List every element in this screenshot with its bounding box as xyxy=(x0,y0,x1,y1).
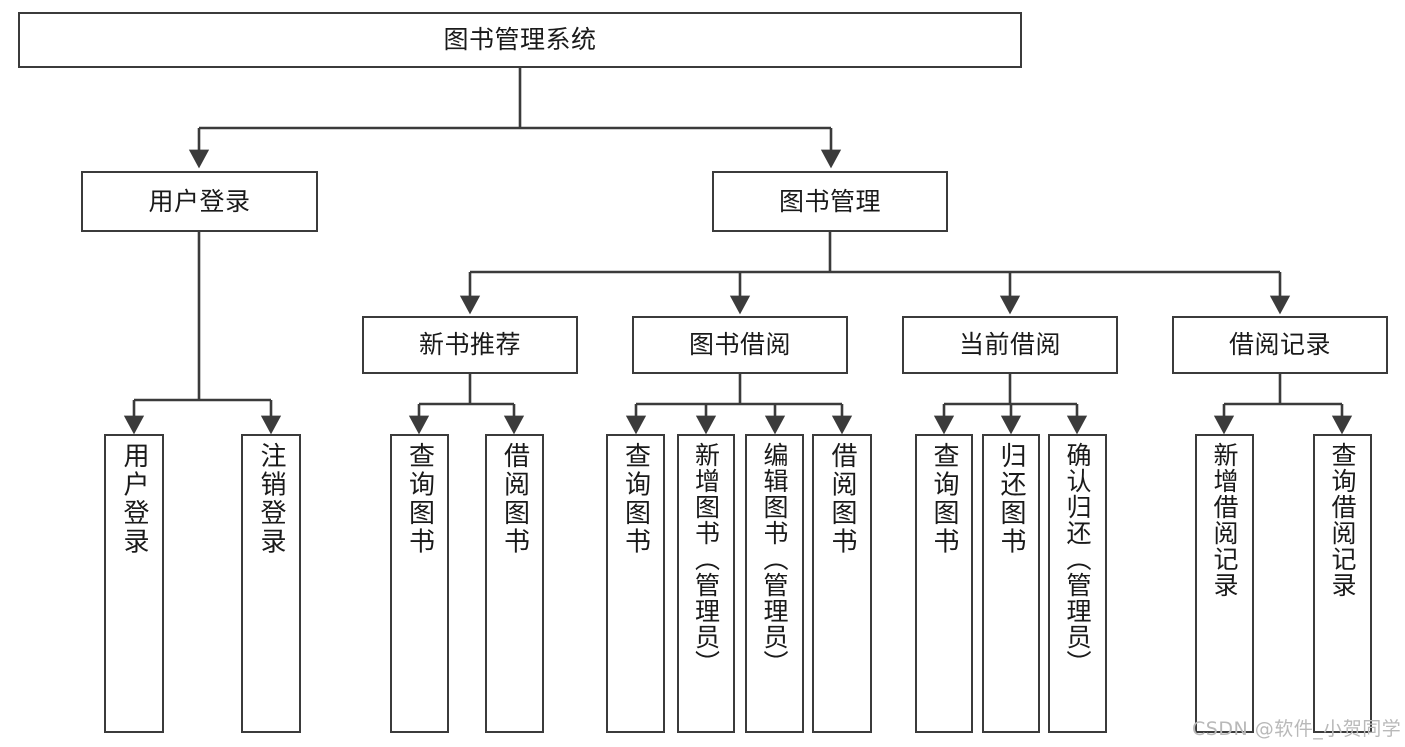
node-new-book-recommend[interactable]: 新书推荐 xyxy=(362,316,578,374)
node-book-borrow[interactable]: 图书借阅 xyxy=(632,316,848,374)
leaf-confirm-return-admin[interactable]: 确认归还（管理员） xyxy=(1048,434,1107,733)
node-label: 借阅记录 xyxy=(1228,330,1331,360)
node-label: 借阅图书 xyxy=(827,442,857,556)
leaf-query-book-borrow[interactable]: 查询图书 xyxy=(606,434,665,733)
node-label: 归还图书 xyxy=(996,442,1026,556)
node-label: 用户登录 xyxy=(148,186,251,216)
node-label: 用户登录 xyxy=(119,442,149,556)
node-label: 借阅图书 xyxy=(499,442,530,556)
node-book-management[interactable]: 图书管理 xyxy=(712,171,948,232)
node-label: 查询图书 xyxy=(620,442,651,556)
node-borrow-record[interactable]: 借阅记录 xyxy=(1172,316,1388,374)
leaf-query-book-recommend[interactable]: 查询图书 xyxy=(390,434,449,733)
leaf-user-login[interactable]: 用户登录 xyxy=(104,434,164,733)
leaf-add-borrow-record[interactable]: 新增借阅记录 xyxy=(1195,434,1254,733)
node-label: 注销登录 xyxy=(256,442,286,556)
leaf-borrow-book-recommend[interactable]: 借阅图书 xyxy=(485,434,544,733)
node-label: 确认归还（管理员） xyxy=(1063,442,1092,676)
node-label: 查询借阅记录 xyxy=(1328,442,1357,598)
node-label: 查询图书 xyxy=(404,442,435,556)
leaf-query-book-current[interactable]: 查询图书 xyxy=(915,434,973,733)
node-label: 图书管理系统 xyxy=(443,25,597,55)
node-label: 当前借阅 xyxy=(958,330,1061,360)
node-root-book-management-system[interactable]: 图书管理系统 xyxy=(18,12,1022,68)
leaf-return-book[interactable]: 归还图书 xyxy=(982,434,1040,733)
leaf-user-logout[interactable]: 注销登录 xyxy=(241,434,301,733)
watermark-text: CSDN @软件_小贺同学 xyxy=(1192,718,1402,740)
node-label: 图书借阅 xyxy=(688,330,791,360)
node-label: 新增图书（管理员） xyxy=(691,442,721,676)
node-label: 查询图书 xyxy=(929,442,959,556)
node-label: 新书推荐 xyxy=(418,330,521,360)
node-label: 图书管理 xyxy=(778,186,881,216)
node-label: 编辑图书（管理员） xyxy=(760,442,789,676)
leaf-edit-book-admin[interactable]: 编辑图书（管理员） xyxy=(745,434,804,733)
leaf-query-borrow-record[interactable]: 查询借阅记录 xyxy=(1313,434,1372,733)
node-user-login[interactable]: 用户登录 xyxy=(81,171,318,232)
node-label: 新增借阅记录 xyxy=(1210,442,1239,598)
leaf-add-book-admin[interactable]: 新增图书（管理员） xyxy=(677,434,735,733)
leaf-borrow-book[interactable]: 借阅图书 xyxy=(812,434,872,733)
node-current-borrow[interactable]: 当前借阅 xyxy=(902,316,1118,374)
